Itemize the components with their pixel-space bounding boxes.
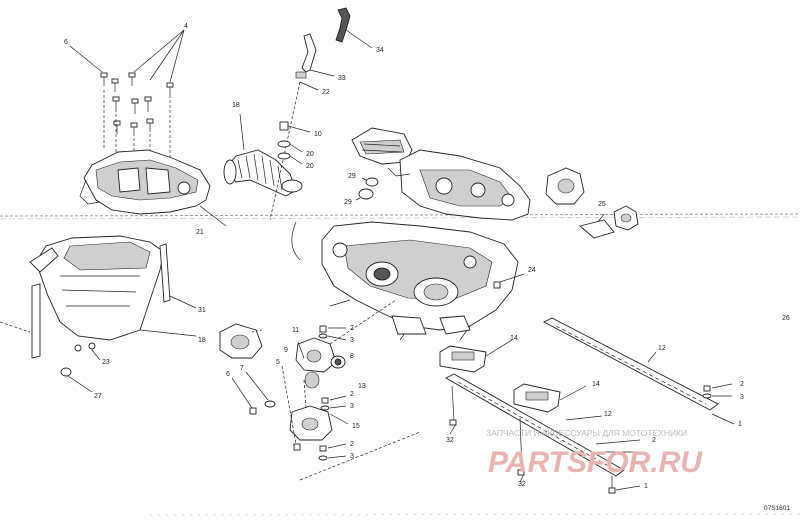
airbox-lower bbox=[0, 235, 197, 359]
callout-label: 2 bbox=[652, 437, 656, 444]
callout-label: 5 bbox=[276, 359, 280, 366]
document-number: 07S1601 bbox=[764, 505, 790, 512]
callout-label: 15 bbox=[352, 423, 360, 430]
callouts: 6 4 18 34 33 22 10 20 20 29 29 21 25 24 … bbox=[64, 23, 790, 490]
airbox-upper-housing bbox=[79, 149, 227, 227]
engine-mount-right bbox=[545, 167, 639, 239]
bolt-24 bbox=[493, 273, 525, 289]
callout-label: 21 bbox=[196, 229, 204, 236]
scan-seam bbox=[0, 213, 800, 220]
callout-label: 33 bbox=[338, 75, 346, 82]
watermark-brand: PARTSFOR.RU bbox=[488, 446, 703, 479]
callout-label: 18 bbox=[232, 102, 240, 109]
callout-label: 32 bbox=[446, 437, 454, 444]
watermark: ЗАПЧАСТИ И АКСЕССУАРЫ ДЛЯ МОТОТЕХНИКИ PA… bbox=[486, 428, 703, 479]
breather-hose bbox=[269, 7, 373, 221]
callout-label: 29 bbox=[348, 173, 356, 180]
callout-label: 23 bbox=[102, 359, 110, 366]
callout-label: 29 bbox=[344, 199, 352, 206]
callout-label: 6 bbox=[64, 39, 68, 46]
plug-27 bbox=[60, 367, 93, 393]
callout-label: 26 bbox=[782, 315, 790, 322]
callout-label: 2 bbox=[350, 325, 354, 332]
callout-label: 6 bbox=[226, 371, 230, 378]
callout-label: 2 bbox=[350, 441, 354, 448]
engine-mount-front bbox=[219, 299, 421, 481]
callout-label: 3 bbox=[740, 394, 744, 401]
callout-label: 12 bbox=[604, 411, 612, 418]
callout-label: 25 bbox=[598, 201, 606, 208]
callout-label: 14 bbox=[510, 335, 518, 342]
callout-label: 31 bbox=[198, 307, 206, 314]
callout-label: 10 bbox=[314, 131, 322, 138]
engine-assembly bbox=[291, 127, 531, 341]
callout-label: 7 bbox=[240, 365, 244, 372]
callout-label: 9 bbox=[284, 347, 288, 354]
callout-label: 2 bbox=[740, 381, 744, 388]
callout-label: 11 bbox=[292, 327, 299, 334]
callout-label: 32 bbox=[518, 481, 526, 488]
callout-label: 8 bbox=[350, 353, 354, 360]
callout-label: 27 bbox=[94, 393, 102, 400]
scan-noise bbox=[149, 513, 800, 516]
callout-label: 14 bbox=[592, 381, 600, 388]
intake-boot bbox=[223, 113, 303, 197]
callout-label: 12 bbox=[658, 345, 666, 352]
callout-label: 20 bbox=[306, 151, 314, 158]
callout-label: 1 bbox=[738, 421, 742, 428]
callout-label: 34 bbox=[376, 47, 384, 54]
callout-label: 1 bbox=[644, 483, 648, 490]
callout-label: 2 bbox=[350, 391, 354, 398]
callout-label: 13 bbox=[358, 383, 366, 390]
callout-label: 3 bbox=[350, 337, 354, 344]
clamps-29 bbox=[355, 177, 379, 201]
callout-label: 18 bbox=[198, 337, 206, 344]
callout-label: 3 bbox=[350, 403, 354, 410]
screw-set bbox=[69, 29, 185, 160]
callout-label: 3 bbox=[350, 453, 354, 460]
callout-label: 24 bbox=[528, 267, 536, 274]
clamp-23 bbox=[74, 342, 101, 361]
callout-label: 20 bbox=[306, 163, 314, 170]
clamps-10-20 bbox=[277, 121, 311, 165]
mount-brackets bbox=[439, 317, 735, 494]
callout-label: 4 bbox=[184, 23, 188, 30]
watermark-caption: ЗАПЧАСТИ И АКСЕССУАРЫ ДЛЯ МОТОТЕХНИКИ bbox=[486, 428, 687, 438]
callout-label: 22 bbox=[322, 89, 330, 96]
